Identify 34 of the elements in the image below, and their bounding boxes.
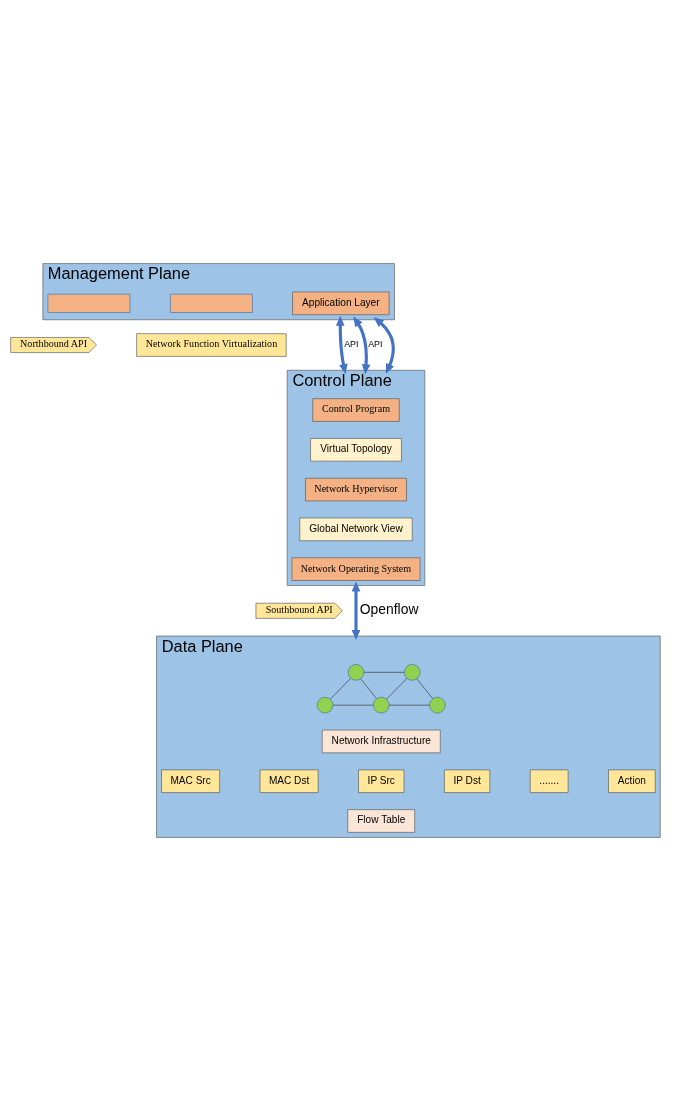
node-box: IP Src (358, 769, 405, 793)
arrow (353, 316, 371, 375)
node-box: Virtual Topology (310, 438, 402, 462)
arrow (373, 317, 395, 374)
node-circle (373, 696, 390, 714)
node-box: MAC Src (161, 769, 220, 793)
node-circle (429, 696, 446, 714)
node-box: ....... (529, 769, 569, 793)
node-box: Control Program (312, 398, 400, 422)
node-circle (347, 664, 365, 681)
node-box (170, 293, 253, 313)
node-circle (316, 696, 334, 714)
node-box: Network Function Virtualization (136, 333, 287, 357)
node-box: IP Dst (444, 769, 491, 793)
node-box (47, 293, 131, 313)
node-box: Action (608, 769, 656, 793)
connector (360, 678, 377, 699)
edge-label: API (368, 339, 383, 350)
node-box: Network Hypervisor (305, 477, 407, 502)
node-box: MAC Dst (259, 769, 319, 793)
connector (416, 678, 433, 699)
node-box: Global Network View (299, 517, 413, 542)
node-box: Network Operating System (291, 557, 421, 581)
connector (330, 678, 351, 700)
node-circle (403, 664, 421, 681)
node-box: Flow Table (347, 809, 415, 833)
node-box: Application Layer (292, 291, 390, 316)
edge-label: API (344, 339, 359, 350)
edge-label: Openflow (359, 601, 419, 618)
arrow (351, 581, 361, 640)
connector (388, 704, 430, 706)
arrow (335, 315, 348, 375)
connector (363, 672, 405, 673)
node-box: Network Infrastructure (321, 729, 441, 754)
